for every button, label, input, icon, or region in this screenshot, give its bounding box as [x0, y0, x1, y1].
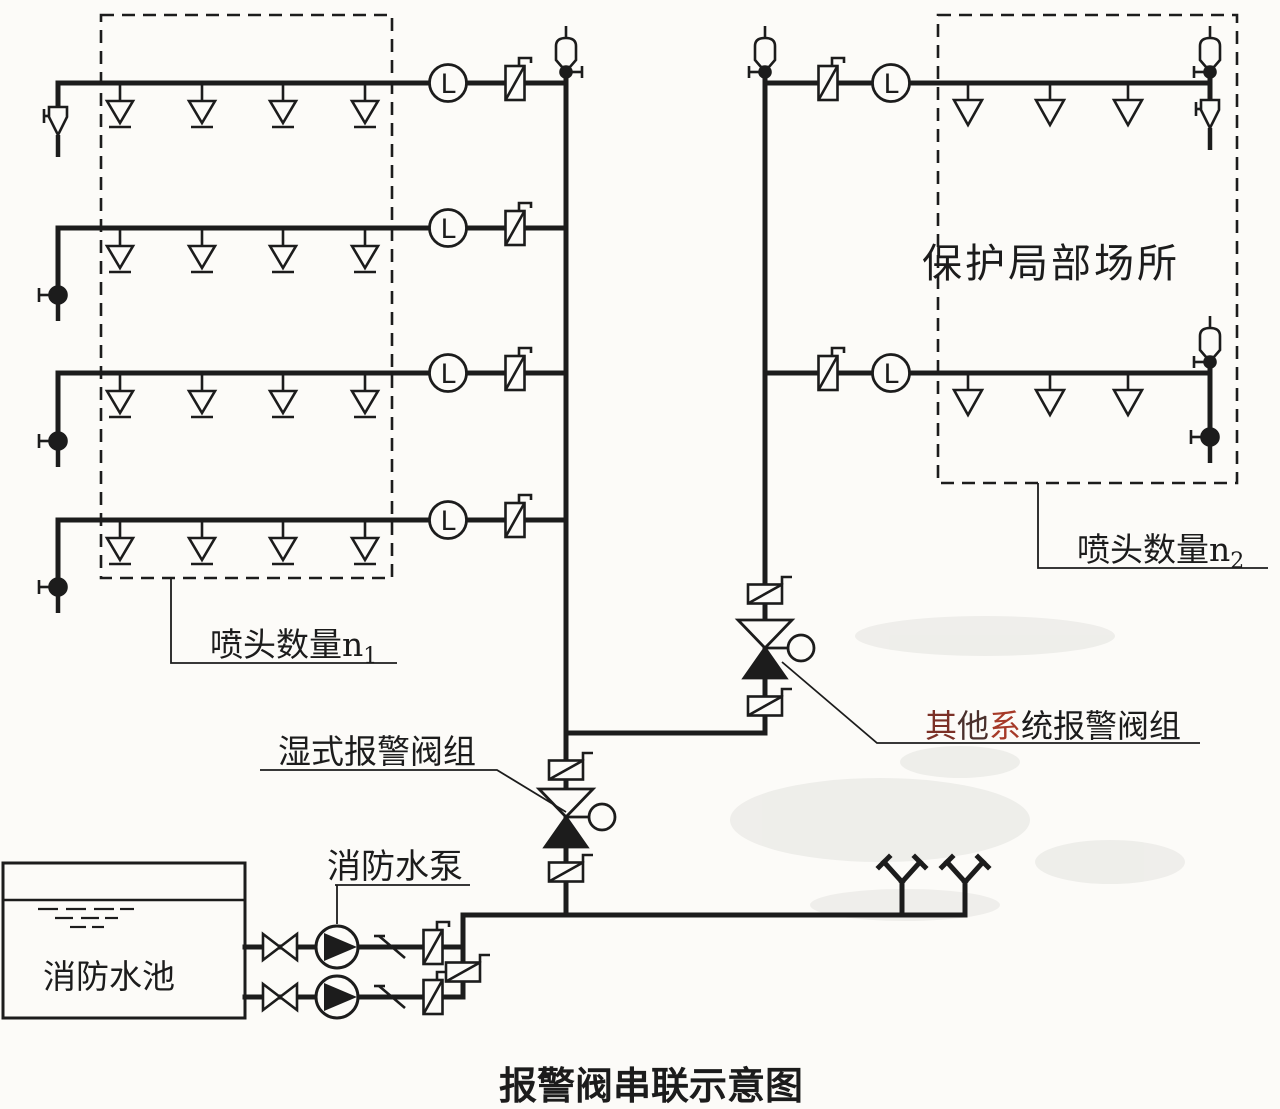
signal-valve-icon [504, 201, 533, 247]
signal-valve-icon [547, 853, 595, 883]
sprinkler-closed-icon [105, 371, 135, 419]
diagram-title: 报警阀串联示意图 [499, 1064, 803, 1108]
sprinkler-closed-icon [187, 371, 217, 419]
signal-valve-icon [422, 920, 451, 966]
drain-valve-icon [39, 433, 67, 468]
sprinkler-open-icon [1112, 81, 1144, 127]
sprinkler-closed-icon [350, 518, 380, 566]
sprinkler-open-icon [1034, 371, 1066, 417]
drain-valve-icon [1191, 429, 1219, 464]
gate-valve-icon [261, 932, 299, 962]
fire-water-tank [1, 861, 247, 1020]
sprinkler-open-icon [952, 371, 984, 417]
closed-sprinkler-rows [105, 81, 380, 566]
flow-indicators: L L L L L L [428, 63, 911, 540]
sprinkler-closed-icon [187, 81, 217, 129]
right-zone-label: 喷头数量n2 [1077, 530, 1244, 574]
flow-indicator-letter: L [883, 69, 898, 100]
other-alarm-leader [781, 661, 1200, 744]
other-alarm-valve-icon [736, 618, 816, 680]
flow-indicator-letter: L [440, 214, 455, 245]
air-vent-icon [1192, 314, 1222, 370]
fire-water-tank-label: 消防水池 [43, 957, 175, 996]
sprinkler-closed-icon [350, 371, 380, 419]
right-zone-leader [1037, 483, 1268, 569]
signal-valve-icon [504, 346, 533, 392]
drencher-head-icon [44, 107, 67, 157]
signal-valve-icon [817, 346, 846, 392]
sprinkler-closed-icon [268, 81, 298, 129]
protected-area-label: 保护局部场所 [922, 241, 1180, 287]
flow-indicator-letter: L [440, 359, 455, 390]
sprinkler-open-icon [1034, 81, 1066, 127]
signal-valve-icon [504, 493, 533, 539]
flow-indicator-letter: L [440, 69, 455, 100]
drain-valve-icon [39, 579, 67, 614]
sprinkler-closed-icon [268, 518, 298, 566]
signal-valve-icon [547, 751, 595, 781]
sprinkler-closed-icon [187, 518, 217, 566]
air-vent-icon [554, 24, 584, 80]
sprinkler-closed-icon [268, 226, 298, 274]
other-alarm-group-label: 其他系统报警阀组 [925, 707, 1181, 745]
fire-pump-icon [314, 924, 360, 970]
sprinkler-closed-icon [268, 371, 298, 419]
drencher-head-icon [1196, 100, 1219, 150]
left-zone-label: 喷头数量n1 [210, 625, 377, 669]
signal-valve-icon [746, 575, 794, 605]
drain-valve-icon [39, 287, 67, 322]
flow-indicator-letter: L [440, 506, 455, 537]
flow-indicator-letter: L [883, 359, 898, 390]
wet-alarm-valve-icon [537, 787, 617, 849]
riser-signal-valves [444, 575, 794, 983]
sprinkler-closed-icon [105, 81, 135, 129]
protected-area-zone-box [936, 13, 1239, 485]
signal-valve-icon [504, 56, 533, 102]
signal-valve-icon [746, 687, 794, 717]
signal-valve-icon [444, 953, 492, 983]
fire-pump-group [261, 924, 407, 1020]
fire-pump-icon [314, 974, 360, 1020]
wet-alarm-leader [260, 769, 567, 813]
sprinkler-closed-icon [105, 226, 135, 274]
signal-valve-icon [817, 56, 846, 102]
water-surface-icon [38, 907, 134, 929]
air-vent-icon [1192, 24, 1222, 80]
sprinkler-open-icon [952, 81, 984, 127]
branch-signal-valves [422, 56, 846, 1016]
sprinkler-closed-icon [350, 226, 380, 274]
sprinkler-closed-icon [187, 226, 217, 274]
sprinkler-closed-icon [105, 518, 135, 566]
fire-pump-label: 消防水泵 [327, 847, 463, 887]
left-zone-leader [170, 578, 397, 664]
wet-alarm-group-label: 湿式报警阀组 [278, 732, 476, 771]
gate-valve-icon [261, 982, 299, 1012]
sprinkler-open-icon [1112, 371, 1144, 417]
sprinkler-closed-icon [350, 81, 380, 129]
air-vent-icon [747, 24, 777, 80]
left-sprinkler-zone-box [99, 13, 394, 580]
leader-lines [170, 483, 1268, 924]
